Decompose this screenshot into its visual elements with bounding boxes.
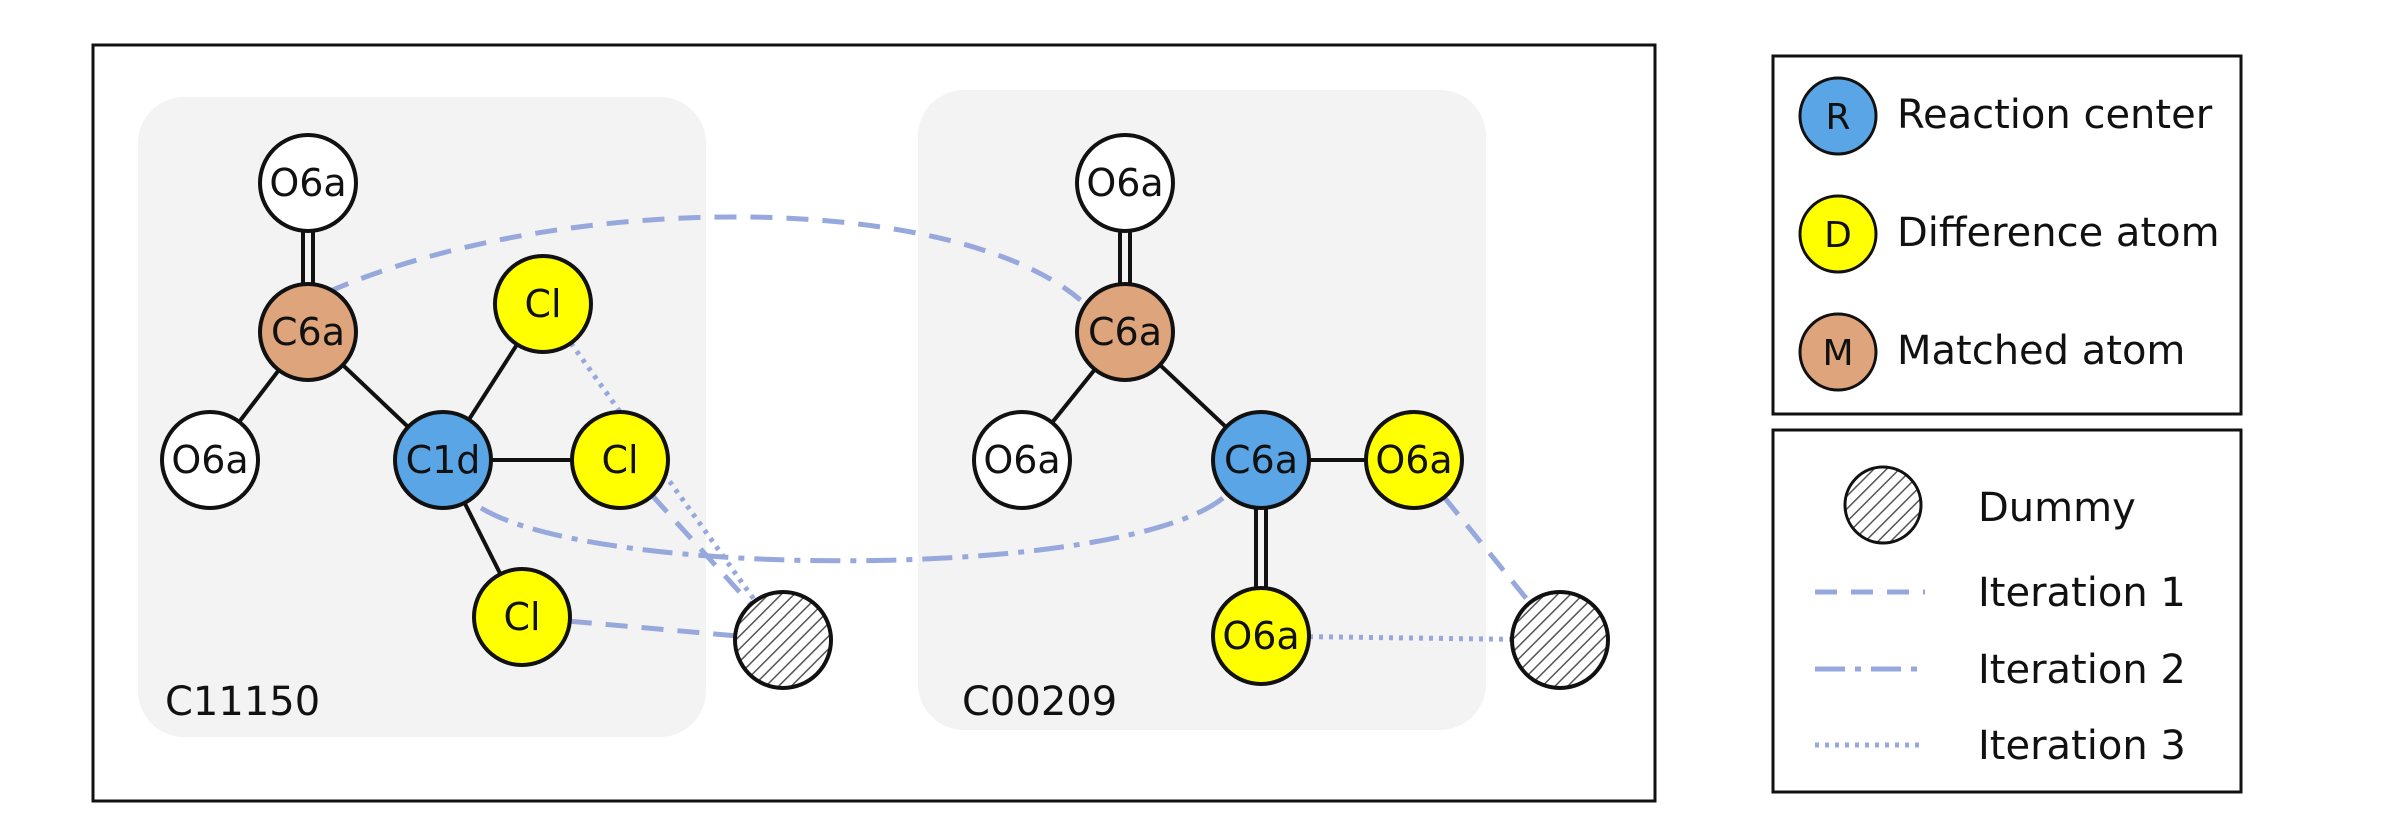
atom-a5-label: Cl [524,282,561,326]
mapping-line-b5-d2 [1442,495,1532,605]
atom-a6-node [570,410,670,510]
legend-difference-atom-label: Difference atom [1897,210,2220,256]
legend-iteration-1-label: Iteration 1 [1978,570,2186,616]
dummy-node-d1 [733,590,833,690]
legend-matched-atom-swatch [1798,312,1878,392]
atom-a5-node [493,254,593,354]
atom-b4-node [1211,410,1311,510]
mapping-line-a7-d1 [569,618,736,639]
atom-a7-label: Cl [503,595,540,639]
atom-a6-label: Cl [601,438,638,482]
atom-a4-label: C1d [406,438,481,482]
molecule-label-c11150: C11150 [165,679,320,725]
mapping-lines [326,214,1532,642]
atom-b6-label: O6a [1222,614,1299,658]
atom-a3-label: O6a [171,438,248,482]
atom-b2-node [1075,282,1175,382]
legend-difference-atom-letter: D [1824,215,1852,256]
mapping-line-a2-b2 [326,214,1087,306]
atom-b4: C6a [1211,410,1311,510]
molecule-panel-c00209 [918,90,1486,730]
atom-b1-label: O6a [1086,161,1163,205]
atom-b6-node [1211,586,1311,686]
legend-iteration-2-label: Iteration 2 [1978,647,2186,693]
atom-b5: O6a [1364,410,1464,510]
atom-a5: Cl [493,254,593,354]
molecule-label-c00209: C00209 [962,679,1117,725]
mapping-line-a5-d1 [568,341,758,603]
atom-a2-node [258,282,358,382]
atom-a7-node [472,567,572,667]
legend-dummy-swatch [1843,465,1923,545]
mapping-line-a4-b4 [479,496,1225,564]
atom-b3-label: O6a [983,438,1060,482]
atom-b1: O6a [1075,133,1175,233]
atom-b2-label: C6a [1088,310,1162,354]
atom-b1-node [1075,133,1175,233]
legend-difference-atom-swatch [1798,194,1878,274]
atom-a6: Cl [570,410,670,510]
atom-a3: O6a [160,410,260,510]
atom-a1-node [258,133,358,233]
atom-a4-node [393,410,493,510]
atom-a3-node [160,410,260,510]
main-frame [91,43,1657,803]
legend-atom-types: R Reaction center D Difference atom M Ma… [1771,54,2243,416]
legend-matched-atom-label: Matched atom [1897,328,2185,374]
atom-a1-label: O6a [269,161,346,205]
atom-b3-node [972,410,1072,510]
atom-a2: C6a [258,282,358,382]
atom-b5-node [1364,410,1464,510]
atom-a1: O6a [258,133,358,233]
legend-reaction-center-label: Reaction center [1897,92,2213,138]
atom-b5-label: O6a [1375,438,1452,482]
mapping-line-b6-d2 [1308,634,1513,642]
atom-a2-label: C6a [271,310,345,354]
atom-a4: C1d [393,410,493,510]
legend-dummy-label: Dummy [1978,485,2136,531]
legend-reaction-center-swatch [1798,76,1878,156]
atom-b4-label: C6a [1224,438,1298,482]
atom-b3: O6a [972,410,1072,510]
atom-b6: O6a [1211,586,1311,686]
legend-reaction-center-letter: R [1825,97,1850,138]
mapping-line-a6-d1 [650,493,753,607]
atom-b2: C6a [1075,282,1175,382]
legend-matched-atom-letter: M [1822,333,1853,374]
dummy-node-d2 [1510,590,1610,690]
legend-line-types: Dummy Iteration 1 Iteration 2 Iteration … [1771,428,2243,794]
legend-iteration-3-label: Iteration 3 [1978,723,2186,769]
atom-a7: Cl [472,567,572,667]
